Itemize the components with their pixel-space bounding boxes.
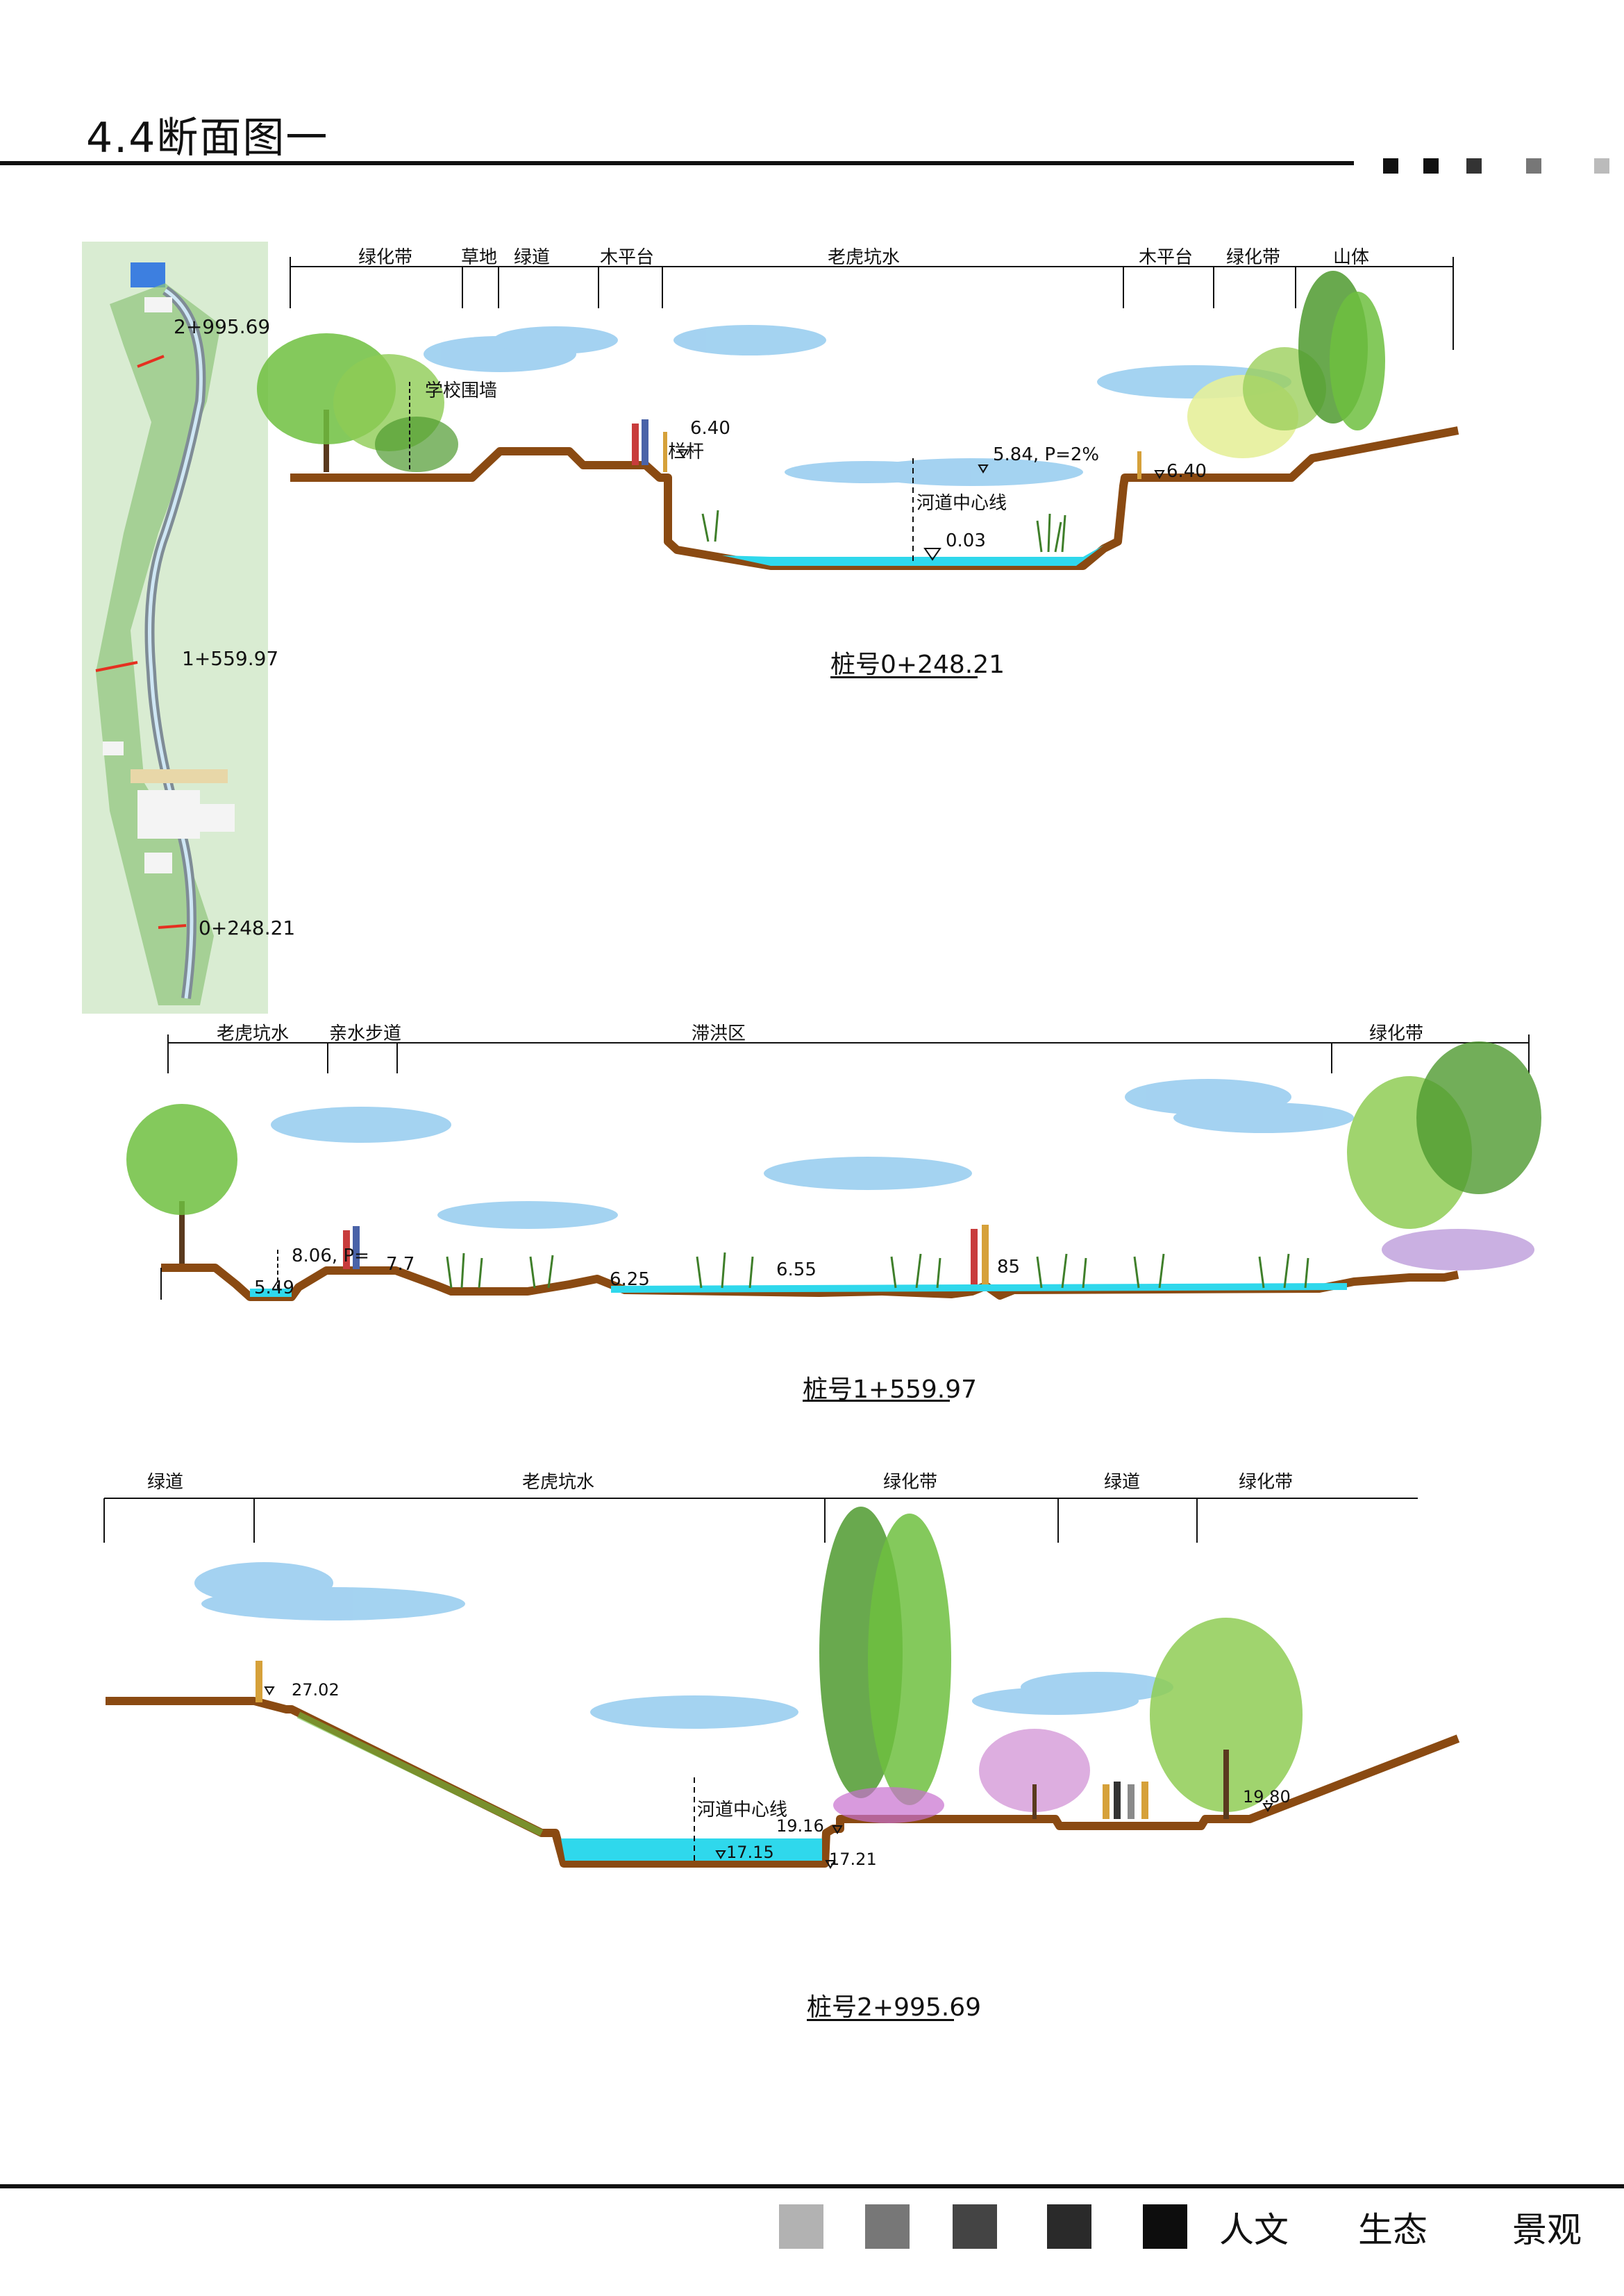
key-map-drawing xyxy=(82,242,268,1014)
section-3-water xyxy=(561,1838,822,1861)
centerline-label: 河道中心线 xyxy=(697,1800,788,1820)
zone-label: 木平台 xyxy=(600,247,655,268)
zone-label: 老虎坑水 xyxy=(217,1023,290,1044)
map-marker-label: 0+248.21 xyxy=(199,916,296,939)
elevation-label: 0.03 xyxy=(946,530,986,551)
station-label: 桩号2+995.69 xyxy=(807,1993,982,2022)
header-square xyxy=(1594,158,1609,174)
section-3: 绿道 老虎坑水 绿化带 绿道 绿化带 27.02 河道中心线 19.16 17.… xyxy=(0,1458,1624,2055)
section-3-ground xyxy=(106,1697,1460,1868)
elevation-label: 19.80 xyxy=(1243,1787,1291,1807)
footer-word: 人文 xyxy=(1219,2210,1289,2250)
zone-label: 亲水步道 xyxy=(329,1023,402,1044)
section-3-flowering-tree xyxy=(979,1729,1090,1819)
key-map: 2+995.69 1+559.97 0+248.21 xyxy=(82,242,295,1014)
zone-label: 绿化带 xyxy=(883,1472,938,1493)
zone-label: 绿化带 xyxy=(1226,247,1281,268)
zone-label: 绿道 xyxy=(1104,1472,1141,1493)
footer-rule xyxy=(0,2184,1624,2188)
station-underline xyxy=(807,2019,954,2021)
station-underline xyxy=(803,1400,950,1402)
section-3-people xyxy=(1103,1782,1148,1819)
zone-label: 滞洪区 xyxy=(692,1023,746,1044)
section-1-drawing xyxy=(257,257,1459,570)
zone-label: 草地 xyxy=(461,247,498,268)
header-square xyxy=(1466,158,1482,174)
elevation-label: 17.15 xyxy=(726,1843,774,1862)
elevation-label: 5.49 xyxy=(254,1277,294,1298)
section-1-trees-right xyxy=(1137,271,1385,479)
zone-label: 绿化带 xyxy=(1239,1472,1294,1493)
elevation-label: 19.16 xyxy=(776,1816,824,1836)
zone-label: 山体 xyxy=(1333,247,1370,268)
centerline-label: 河道中心线 xyxy=(916,493,1007,514)
map-marker-label: 1+559.97 xyxy=(182,647,279,670)
section-2-trees-right xyxy=(1347,1041,1541,1271)
section-3-trees-tall xyxy=(819,1507,951,1823)
zone-label: 绿化带 xyxy=(1369,1023,1424,1044)
elevation-label: 6.25 xyxy=(610,1269,650,1290)
header-square xyxy=(1383,158,1398,174)
annotation-wall: 学校围墙 xyxy=(425,380,498,401)
section-3-slope-plants xyxy=(296,1711,544,1836)
elevation-label: 7.7 xyxy=(386,1254,415,1275)
annotation-rail: 栏杆 xyxy=(668,442,705,462)
section-1-ground xyxy=(290,426,1459,570)
zone-label: 老虎坑水 xyxy=(522,1472,595,1493)
elevation-label: 5.84, P=2% xyxy=(993,444,1100,465)
section-2-drawing xyxy=(126,1034,1541,1301)
page-title: 4.4断面图一 xyxy=(86,114,329,162)
section-3-drawing xyxy=(103,1498,1460,1869)
footer-word: 景观 xyxy=(1512,2210,1582,2250)
station-label: 桩号0+248.21 xyxy=(830,651,1005,679)
section-2-water xyxy=(611,1283,1347,1293)
elevation-label: 6.40 xyxy=(1166,461,1207,482)
elevation-label: 8.06, P= xyxy=(292,1246,369,1266)
section-1-people xyxy=(632,419,667,472)
map-marker-label: 2+995.69 xyxy=(174,315,271,338)
header-square xyxy=(1526,158,1541,174)
footer-square xyxy=(1143,2204,1187,2249)
zone-label: 绿道 xyxy=(514,247,551,268)
section-3-tree-right xyxy=(1150,1618,1303,1819)
section-2-people xyxy=(343,1225,989,1284)
section-1: 绿化带 草地 绿道 木平台 老虎坑水 木平台 绿化带 山体 学校围墙 栏杆 6.… xyxy=(0,236,1624,694)
zone-label: 老虎坑水 xyxy=(828,247,901,268)
section-2-reeds xyxy=(446,1252,1309,1289)
section-3-post xyxy=(256,1661,262,1702)
header-rule xyxy=(0,161,1354,165)
footer-square xyxy=(953,2204,997,2249)
elevation-label: 6.55 xyxy=(776,1259,817,1280)
section-1-water xyxy=(722,545,1104,566)
elevation-label: 27.02 xyxy=(292,1680,340,1700)
map-pond xyxy=(131,262,165,287)
footer-square xyxy=(865,2204,910,2249)
station-underline xyxy=(830,676,978,678)
footer-square xyxy=(779,2204,823,2249)
zone-label: 木平台 xyxy=(1139,247,1194,268)
elevation-label: 17.21 xyxy=(829,1850,877,1869)
section-1-trees-left xyxy=(257,333,458,472)
zone-label: 绿化带 xyxy=(358,247,413,268)
zone-label: 绿道 xyxy=(147,1472,184,1493)
section-2: 老虎坑水 亲水步道 滞洪区 绿化带 8.06, P= 7.7 5.49 6.25… xyxy=(0,1014,1624,1416)
header-square xyxy=(1423,158,1439,174)
elevation-label: 85 xyxy=(997,1257,1021,1277)
elevation-label: 6.40 xyxy=(690,418,730,439)
section-2-tree-left xyxy=(126,1104,237,1264)
footer-square xyxy=(1047,2204,1091,2249)
station-label: 桩号1+559.97 xyxy=(803,1375,978,1404)
footer-word: 生态 xyxy=(1358,2210,1428,2250)
